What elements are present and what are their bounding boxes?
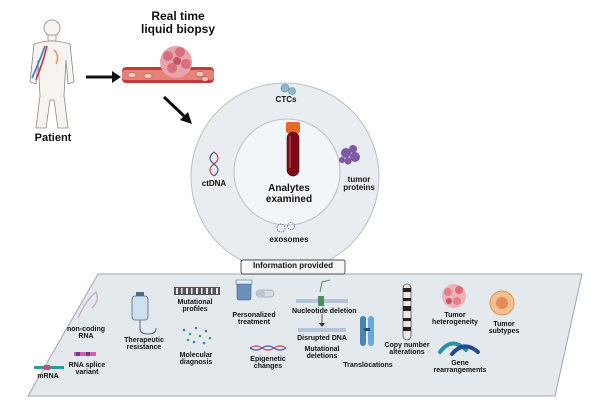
- mutdel-line-1: Mutational: [304, 346, 340, 353]
- personalized-treatment-label: Personalized treatment: [226, 312, 282, 327]
- analytes-inner-circle: [233, 118, 341, 226]
- patient-label: Patient: [34, 132, 72, 144]
- tumor-proteins-label: tumor proteins: [336, 175, 382, 193]
- info-header-box: [240, 259, 346, 275]
- blood-vessel-icon: [122, 67, 214, 83]
- noncoding-rna-label: non-coding RNA: [62, 326, 110, 341]
- liquid-biopsy-title: Real time liquid biopsy: [132, 10, 224, 35]
- blood-tube-icon: [286, 122, 300, 177]
- subtypes-line-1: Tumor: [493, 321, 515, 328]
- tumor-proteins-icon: [339, 145, 360, 165]
- tumor-proteins-line-1: tumor: [347, 175, 371, 184]
- copy-number-icon: [402, 283, 412, 341]
- noncoding-line-2: RNA: [78, 333, 94, 341]
- tumor-cluster-icon: [160, 46, 192, 78]
- tumor-proteins-line-2: proteins: [343, 183, 375, 193]
- epigenetic-line-2: changes: [253, 363, 283, 371]
- splice-line-1: RNA splice: [68, 362, 106, 369]
- molecular-diagnosis-label: Molecular diagnosis: [172, 352, 220, 367]
- ctdna-label: ctDNA: [201, 179, 227, 188]
- mutprof-line-2: profiles: [182, 306, 208, 314]
- analytes-line-2: examined: [265, 193, 313, 205]
- splice-line-2: variant: [75, 369, 99, 377]
- patient-figure-icon: [29, 19, 75, 129]
- iv-bag-icon: [131, 292, 157, 335]
- arrow-right-icon: [86, 71, 121, 83]
- analytes-examined-label: Analytes examined: [254, 183, 324, 205]
- exosomes-label: exosomes: [269, 235, 309, 244]
- personalized-treatment-icon: [235, 279, 275, 301]
- gene-line-1: Gene: [451, 360, 469, 367]
- mrna-label: mRNA: [37, 373, 59, 380]
- gene-rearrangements-icon: [438, 341, 480, 356]
- mutational-profiles-label: Mutational profiles: [172, 299, 218, 314]
- gene-line-2: rearrangements: [433, 367, 487, 375]
- nucleotide-deletion-label: Nucleotide deletion: [292, 308, 357, 315]
- tumor-heterogeneity-label: Tumor heterogeneity: [428, 312, 482, 327]
- copy-number-label: Copy number alterations: [380, 342, 434, 357]
- rna-splice-icon: [74, 352, 96, 356]
- translocations-icon: [360, 316, 374, 346]
- noncoding-line-1: non-coding: [66, 326, 106, 333]
- gene-rearrangements-label: Gene rearrangements: [428, 360, 492, 375]
- tumor-subtypes-label: Tumor subtypes: [482, 321, 526, 336]
- copy-line-2: alterations: [389, 349, 425, 357]
- moldiag-line-2: diagnosis: [179, 359, 213, 367]
- heterogeneity-line-2: heterogeneity: [432, 319, 478, 327]
- arrow-diagonal-icon: [162, 95, 192, 124]
- tumor-heterogeneity-icon: [442, 284, 466, 308]
- epigenetic-changes-icon: [249, 345, 287, 351]
- therapeutic-resistance-label: Therapeutic resistance: [118, 337, 170, 352]
- ctcs-icon: [280, 83, 296, 95]
- mutprof-line-1: Mutational: [177, 299, 213, 306]
- tumor-subtypes-icon: [489, 290, 515, 316]
- analytes-line-1: Analytes: [268, 183, 310, 194]
- ctdna-icon: [209, 151, 219, 177]
- epigenetic-changes-label: Epigenetic changes: [244, 356, 292, 371]
- disrupted-dna-label: Disrupted DNA: [297, 335, 347, 342]
- patient-vessels-icon: [31, 45, 59, 81]
- mutdel-line-2: deletions: [306, 353, 338, 361]
- info-header-label: Information provided: [253, 261, 333, 270]
- personalized-line-1: Personalized: [232, 312, 276, 319]
- therapeutic-line-2: resistance: [126, 344, 162, 352]
- translocations-label: Translocations: [343, 362, 393, 369]
- copy-line-1: Copy number: [384, 342, 430, 349]
- info-platform: [27, 273, 583, 397]
- epigenetic-line-1: Epigenetic: [250, 356, 286, 363]
- personalized-line-2: treatment: [238, 319, 270, 327]
- ctcs-label: CTCs: [275, 95, 297, 104]
- exosomes-icon: [276, 222, 295, 233]
- title-line-1: Real time: [151, 9, 205, 23]
- subtypes-line-2: subtypes: [488, 328, 520, 336]
- title-line-2: liquid biopsy: [141, 21, 215, 36]
- moldiag-line-1: Molecular: [179, 352, 213, 359]
- molecular-diagnosis-icon: [182, 326, 212, 345]
- mutational-profiles-icon: [174, 287, 220, 295]
- noncoding-rna-icon: [77, 291, 98, 319]
- mrna-icon: [34, 365, 64, 370]
- rna-splice-label: RNA splice variant: [66, 362, 108, 377]
- therapeutic-line-1: Therapeutic: [124, 337, 164, 344]
- nucleotide-deletion-icon: [296, 279, 348, 332]
- heterogeneity-line-1: Tumor: [444, 312, 466, 319]
- mutational-deletions-label: Mutational deletions: [298, 346, 346, 361]
